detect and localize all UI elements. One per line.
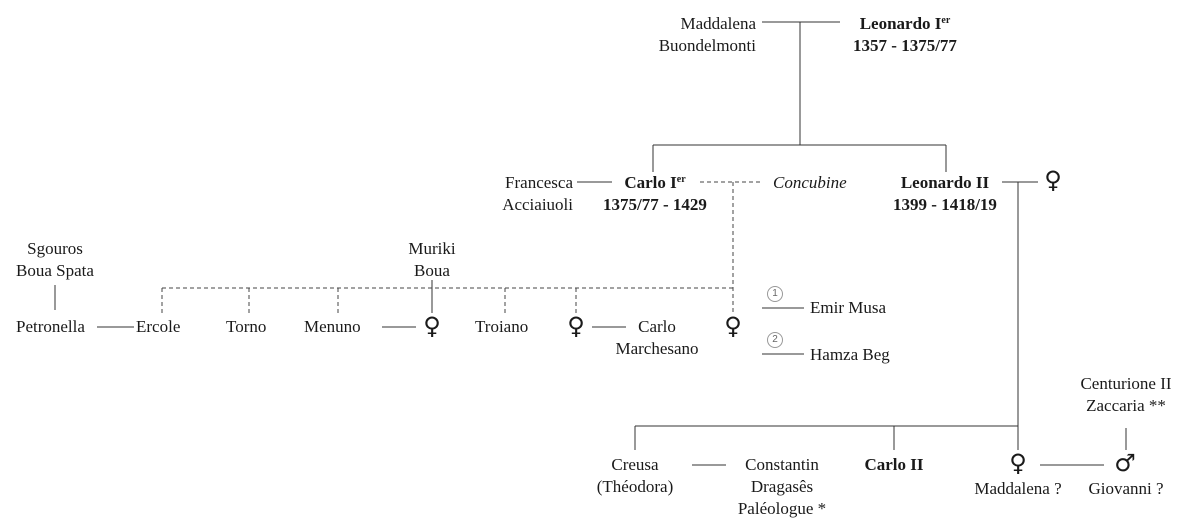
troiano: Troiano [475,317,529,336]
emir-musa: Emir Musa [810,298,887,317]
concubine: Concubine [773,173,847,192]
muriki-boua: Muriki Boua [408,239,456,280]
francesca-acciaiuoli: Francesca Acciaiuoli [502,173,573,214]
carlo-ii: Carlo II [864,455,924,474]
petronella: Petronella [16,317,85,336]
giovanni-q: Giovanni ? [1088,479,1164,498]
leonardo-ii: Leonardo II 1399 - 1418/19 [893,173,997,214]
sgouros-boua-spata: Sgouros Boua Spata [16,239,94,280]
menuno: Menuno [304,317,361,336]
centurione-zaccaria: Centurione II Zaccaria ** [1080,374,1172,415]
torno: Torno [226,317,267,336]
leonardo-i: Leonardo Ier 1357 - 1375/77 [853,14,957,55]
daughter-female-icon: ♀ [567,312,585,340]
carlo-marchesano: Carlo Marchesano [615,317,699,358]
giovanni-male-icon: ♂ [1114,449,1136,477]
daughter-2-female-icon: ♀ [724,312,742,340]
creusa-theodora: Creusa (Théodora) [596,455,674,496]
hamza-beg: Hamza Beg [810,345,890,364]
maddalena-female-icon: ♀ [1009,449,1027,477]
leonardo-ii-spouse-female-icon: ♀ [1044,166,1062,194]
maddalena-buondelmonti: Maddalena Buondelmonti [658,14,756,55]
carlo-i: Carlo Ier 1375/77 - 1429 [603,173,707,214]
marriage-number-1: 1 [767,286,783,302]
constantin-dragases-paleologue: Constantin Dragasês Paléologue * [737,455,827,518]
marriage-number-2: 2 [767,332,783,348]
menuno-spouse-female-icon: ♀ [423,312,441,340]
maddalena-q: Maddalena ? [974,479,1062,498]
ercole: Ercole [136,317,181,336]
